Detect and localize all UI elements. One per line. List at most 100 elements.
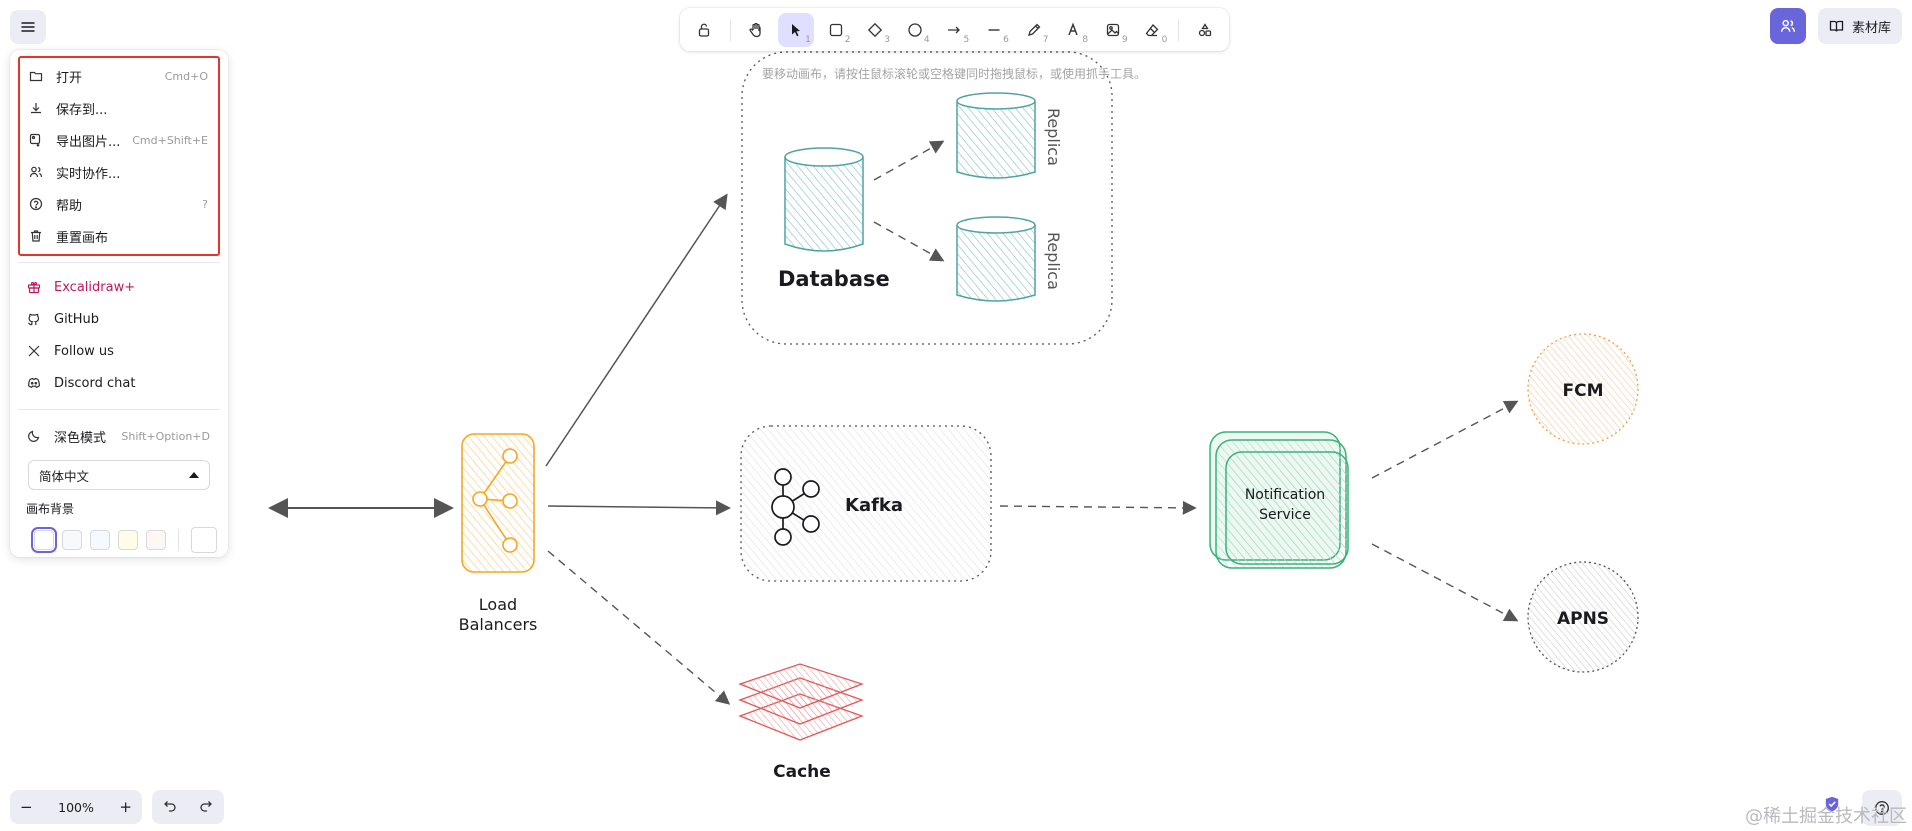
tool-key: 4 [923, 34, 930, 45]
tool-key: 7 [1042, 34, 1049, 45]
zoom-in-button[interactable]: + [119, 798, 132, 816]
arrow-lb-db [545, 193, 728, 467]
library-button[interactable]: 素材库 [1818, 8, 1902, 44]
rectangle-tool[interactable]: 2 [818, 13, 854, 47]
menu-item-shortcut: Cmd+O [164, 69, 208, 83]
discord-icon [26, 375, 42, 391]
bg-color-picker[interactable] [191, 527, 217, 553]
hand-tool[interactable] [739, 13, 775, 47]
hamburger-icon [21, 22, 35, 32]
tool-key: 9 [1121, 34, 1128, 45]
arrow-icon [948, 26, 961, 33]
ellipse-tool[interactable]: 4 [897, 13, 933, 47]
database-label: Database [778, 267, 890, 291]
hand-icon [749, 22, 762, 37]
selection-tool[interactable]: 1 [778, 12, 814, 47]
book-icon [1829, 20, 1844, 32]
bg-swatch-peach[interactable] [146, 530, 166, 550]
menu-item-save[interactable]: 保存到... [20, 92, 218, 124]
kafka-box [740, 425, 992, 582]
help-icon [28, 196, 44, 212]
tool-key: 1 [805, 34, 811, 45]
menu-item-discord[interactable]: Discord chat [18, 367, 220, 399]
menu-item-open[interactable]: 打开 Cmd+O [20, 60, 218, 92]
zoom-level[interactable]: 100% [58, 799, 94, 815]
menu-item-excalidraw-plus[interactable]: Excalidraw+ [18, 271, 220, 303]
replica-label-1: Replica [1044, 108, 1063, 166]
menu-item-follow[interactable]: Follow us [18, 335, 220, 367]
database-cylinder [784, 147, 864, 252]
cache-label: Cache [773, 762, 831, 782]
redo-button[interactable] [199, 798, 213, 817]
arrow-tool[interactable]: 5 [937, 13, 973, 47]
kafka-label: Kafka [845, 495, 903, 516]
draw-tool[interactable]: 7 [1016, 13, 1052, 47]
diamond-tool[interactable]: 3 [857, 13, 893, 47]
menu-item-label: Excalidraw+ [54, 279, 136, 295]
lb-label-1: Load [479, 595, 517, 614]
load-balancer-box [461, 433, 535, 573]
apns-label: APNS [1557, 609, 1609, 629]
tool-key: 3 [884, 34, 891, 45]
bg-swatch-white[interactable] [31, 527, 57, 553]
zoom-controls: − 100% + [10, 790, 142, 824]
menu-item-shortcut: ? [202, 197, 208, 211]
notification-label-2: Service [1259, 507, 1311, 523]
eraser-icon [1146, 23, 1159, 36]
replica-cylinder-2 [956, 216, 1036, 302]
cache-shape [738, 663, 864, 741]
language-value: 简体中文 [39, 468, 90, 484]
menu-item-github[interactable]: GitHub [18, 303, 220, 335]
bg-swatch-blue[interactable] [90, 530, 110, 550]
bg-swatch-gray[interactable] [62, 530, 82, 550]
menu-item-label: Follow us [54, 343, 114, 359]
collaborate-button[interactable] [1770, 8, 1806, 44]
menu-item-shortcut: Cmd+Shift+E [132, 133, 208, 147]
zoom-out-button[interactable]: − [20, 798, 33, 816]
extra-tools[interactable] [1187, 13, 1223, 47]
menu-item-label: 重置画布 [56, 230, 109, 246]
arrow-db-replica2 [873, 221, 945, 262]
menu-item-label: GitHub [54, 311, 100, 327]
image-tool[interactable]: 9 [1095, 13, 1131, 47]
tool-key: 6 [1003, 34, 1009, 45]
text-tool[interactable]: 8 [1055, 13, 1091, 47]
main-menu-button[interactable] [10, 10, 46, 44]
menu-item-help[interactable]: 帮助 ? [20, 188, 218, 220]
menu-separator [18, 409, 220, 410]
menu-item-export[interactable]: 导出图片... Cmd+Shift+E [20, 124, 218, 156]
replica-label-2: Replica [1044, 232, 1063, 290]
menu-item-dark-mode[interactable]: 深色模式 Shift+Option+D [18, 420, 220, 452]
shield-check-icon [1825, 796, 1839, 812]
pencil-icon [1027, 23, 1041, 36]
image-icon [1106, 23, 1120, 36]
bg-swatch-yellow[interactable] [118, 530, 138, 550]
canvas-hint: 要移动画布，请按住鼠标滚轮或空格键同时拖拽鼠标，或使用抓手工具。 [762, 67, 1147, 81]
users-icon [1780, 19, 1796, 32]
menu-separator [18, 262, 220, 263]
menu-item-collaborate[interactable]: 实时协作... [20, 156, 218, 188]
rectangle-icon [829, 23, 842, 36]
download-icon [28, 100, 44, 116]
export-image-icon [28, 132, 44, 148]
help-button[interactable] [1862, 790, 1902, 826]
arrow-lb-cache [547, 550, 731, 705]
arrow-notif-apns [1371, 543, 1519, 622]
trash-icon [28, 228, 44, 244]
swatch-separator [178, 529, 179, 551]
line-icon [988, 28, 1000, 31]
main-toolbar: 1 2 3 4 5 6 7 8 9 0 [680, 8, 1229, 51]
eraser-tool[interactable]: 0 [1135, 13, 1171, 47]
notification-label-1: Notification [1245, 487, 1325, 503]
lock-tool[interactable] [686, 13, 722, 47]
language-select[interactable]: 简体中文 [28, 460, 210, 490]
menu-item-label: 保存到... [56, 102, 108, 118]
arrow-db-replica1 [873, 140, 945, 181]
canvas-bg-swatches [31, 527, 220, 553]
menu-item-label: 打开 [56, 70, 83, 86]
menu-item-reset[interactable]: 重置画布 [20, 220, 218, 252]
shield-check-badge[interactable] [1823, 795, 1841, 813]
undo-button[interactable] [163, 798, 177, 817]
line-tool[interactable]: 6 [976, 13, 1012, 47]
